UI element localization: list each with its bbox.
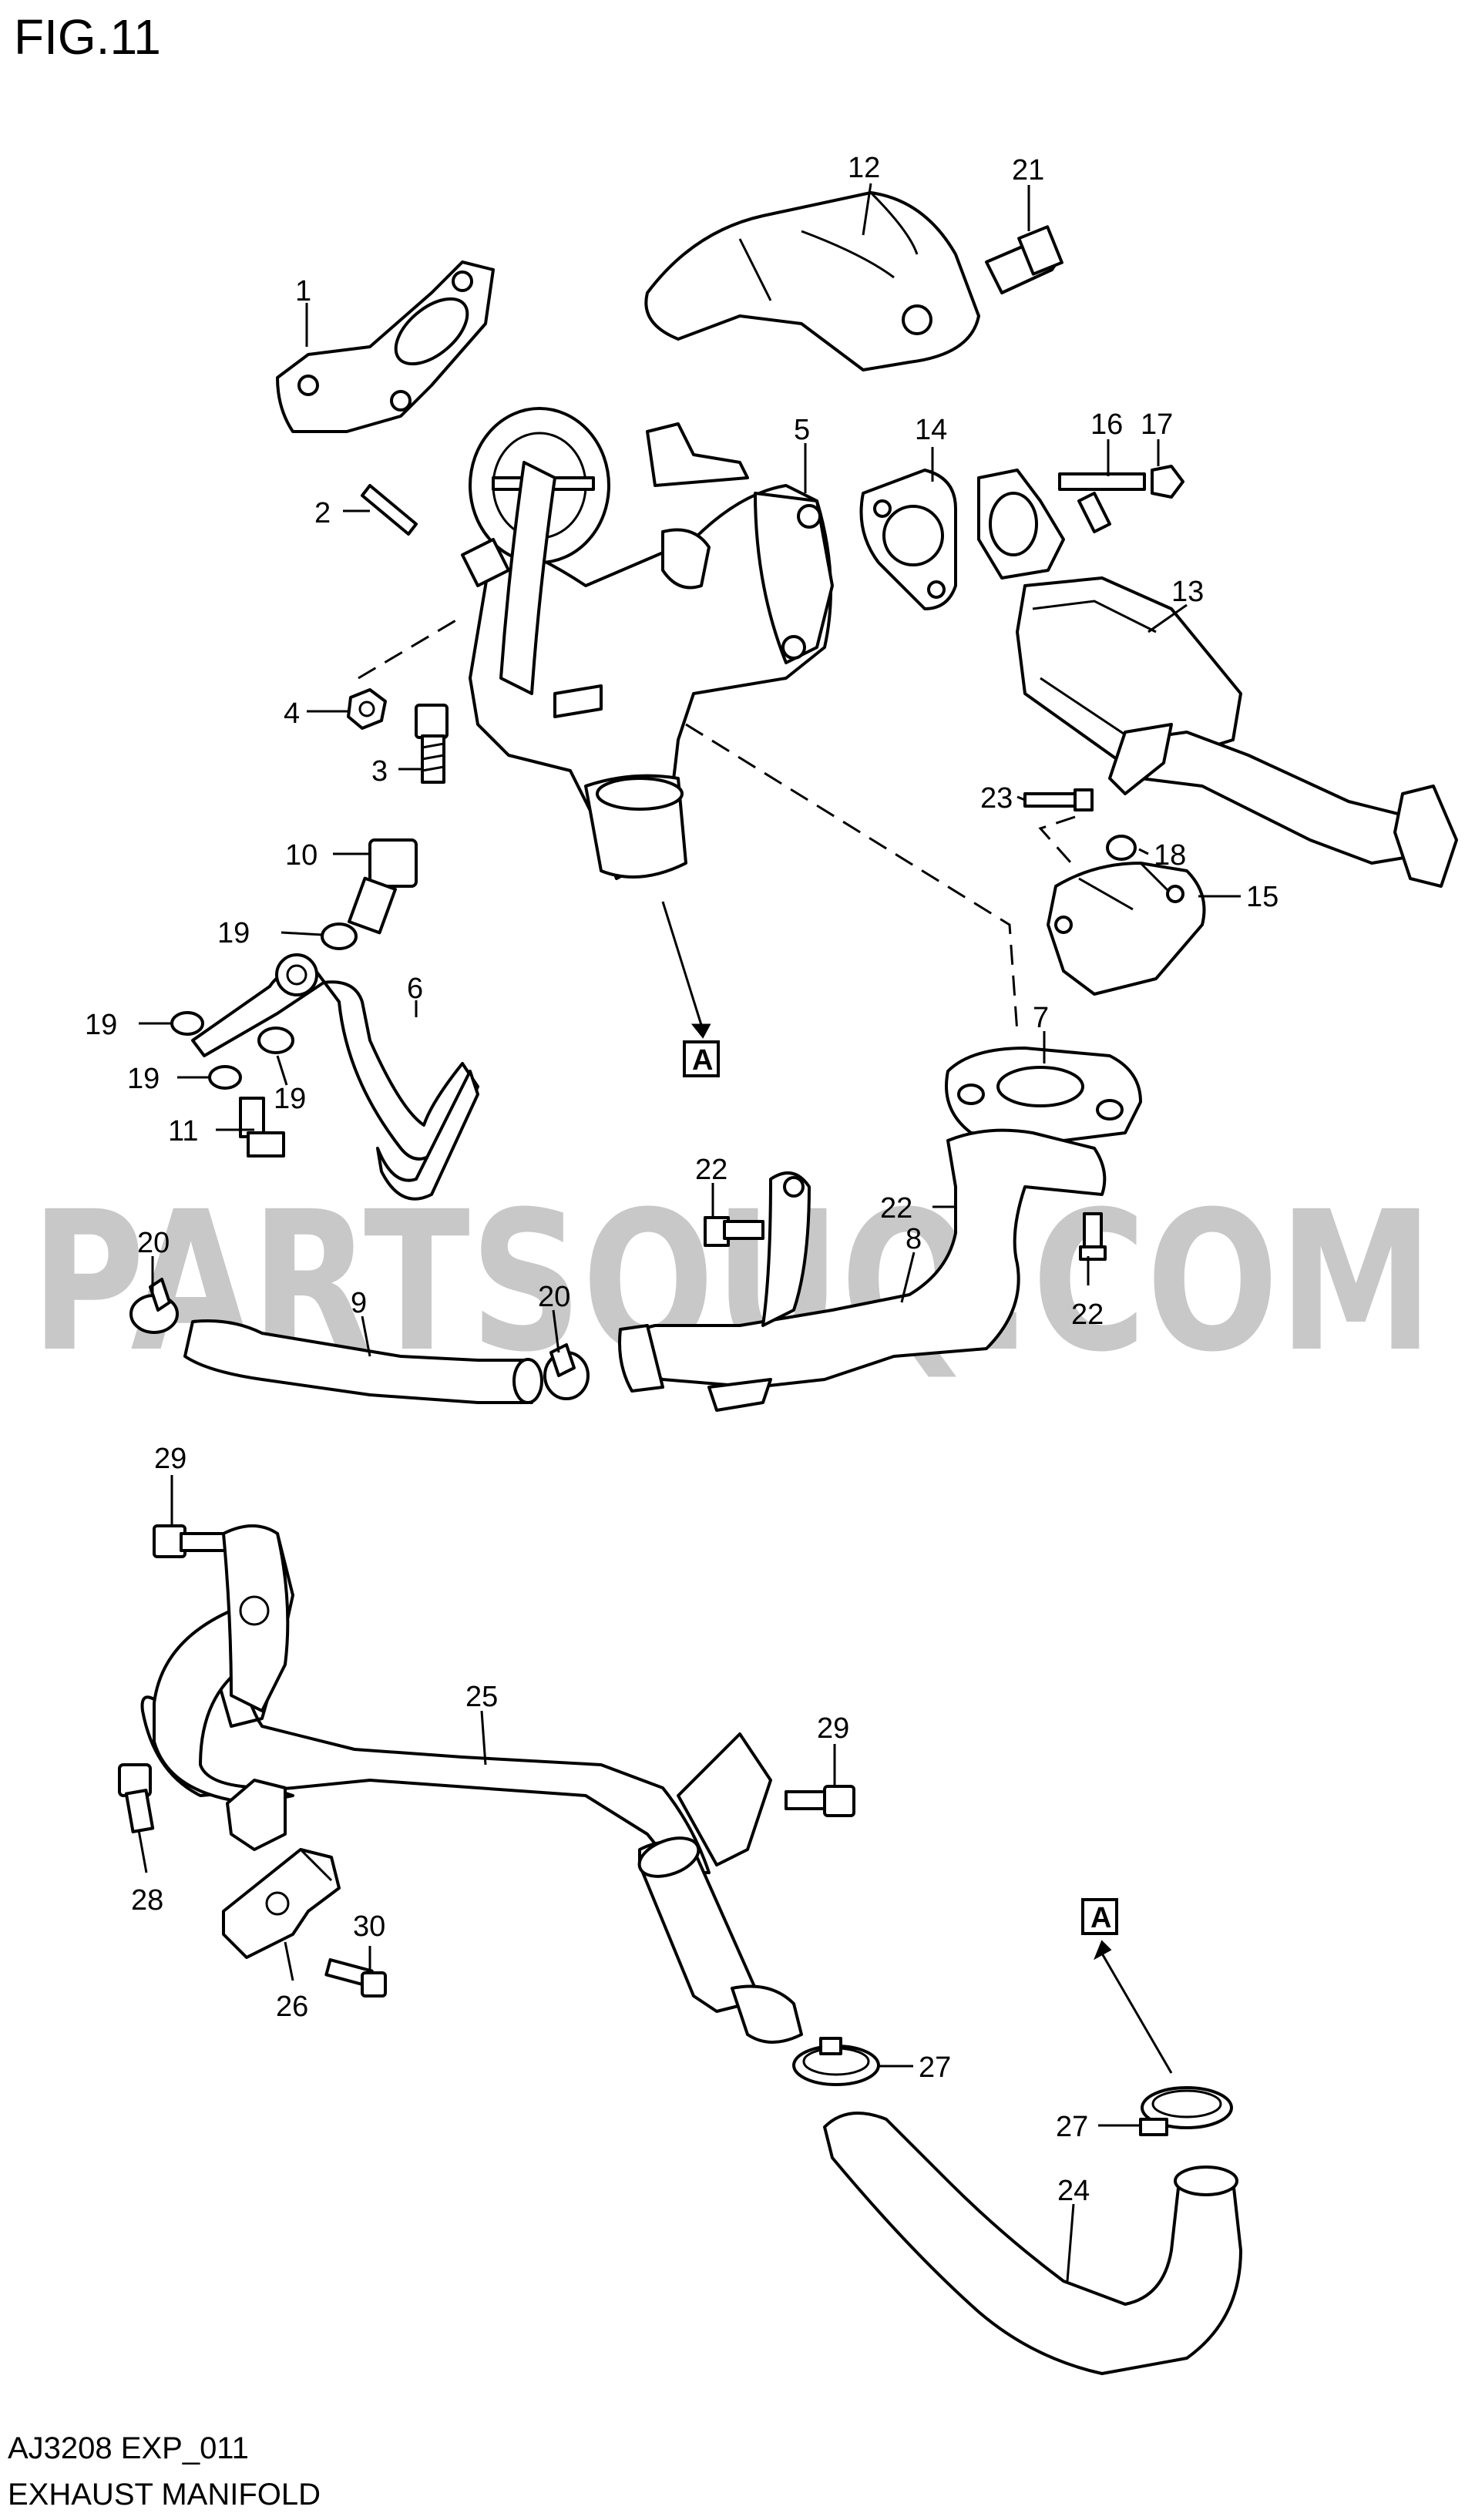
part-4-nut (347, 688, 387, 730)
callout-15: 15 (1246, 881, 1279, 913)
ref-box-a-lower: A (1081, 1898, 1173, 2074)
part-21-bolt (985, 225, 1063, 294)
callout-4: 4 (284, 697, 300, 730)
part-10-bolt (348, 838, 418, 935)
callout-22-c: 22 (1071, 1299, 1104, 1331)
callout-labels: 1 2 3 4 5 6 7 8 9 10 11 12 13 14 15 16 1… (85, 152, 1279, 2207)
callout-25: 25 (465, 1681, 498, 1713)
callout-19-a: 19 (217, 917, 250, 949)
part-13-catalytic-converter (977, 469, 1458, 888)
callout-29-a: 29 (154, 1443, 186, 1475)
callout-22-b: 22 (880, 1192, 912, 1225)
footer-code: AJ3208 EXP_011 (8, 2431, 249, 2465)
callout-13: 13 (1171, 576, 1204, 608)
part-14-gasket (859, 469, 957, 610)
ref-label-a-upper: A (692, 1044, 713, 1077)
ref-label-a-lower: A (1090, 1902, 1111, 1934)
dash-line-gasket7 (685, 723, 1019, 1033)
callout-19-c: 19 (127, 1063, 160, 1095)
callout-21: 21 (1012, 154, 1044, 186)
part-5-turbocharger (461, 407, 834, 880)
callout-16: 16 (1090, 408, 1123, 441)
callout-11: 11 (168, 1115, 198, 1147)
callout-14: 14 (915, 414, 947, 446)
callout-20-b: 20 (538, 1281, 570, 1313)
part-16-stud (1058, 472, 1146, 491)
part-18-nut (1106, 835, 1137, 861)
part-9-hose (183, 1319, 543, 1404)
callout-10: 10 (285, 839, 318, 872)
callout-20-a: 20 (137, 1227, 170, 1259)
callout-8: 8 (906, 1223, 922, 1255)
part-8-exhaust-pipe (618, 1128, 1107, 1412)
callout-17: 17 (1141, 408, 1173, 441)
callout-27-a: 27 (919, 2051, 951, 2084)
callout-19-b: 19 (85, 1009, 117, 1041)
part-29-bolt (153, 1524, 855, 1817)
dash-line-bolt23 (1038, 815, 1076, 864)
figure-title: FIG.11 (14, 9, 161, 65)
ref-box-a-upper: A (661, 901, 720, 1077)
callout-27-b: 27 (1056, 2111, 1088, 2143)
part-27-clamp (792, 2037, 1233, 2136)
callout-29-b: 29 (817, 1712, 849, 1745)
dash-line-nut4 (358, 615, 463, 680)
part-28-bolt (118, 1763, 155, 1833)
leader-lines (137, 183, 1241, 2282)
callout-28: 28 (131, 1884, 163, 1917)
part-2-stud (361, 484, 418, 536)
part-20-clip (129, 1278, 590, 1400)
part-15-heat-shield (1047, 862, 1206, 996)
callout-24: 24 (1057, 2175, 1090, 2207)
part-25-exhaust-pipe (140, 1524, 803, 2044)
callout-1: 1 (295, 275, 311, 307)
callout-5: 5 (794, 414, 810, 446)
footer-title: EXHAUST MANIFOLD (8, 2478, 321, 2512)
callout-19-d: 19 (274, 1083, 306, 1115)
callout-7: 7 (1033, 1002, 1049, 1034)
part-19-washer (170, 922, 358, 1090)
callout-22-a: 22 (695, 1154, 727, 1186)
part-7-gasket (945, 1047, 1142, 1142)
callout-2: 2 (314, 497, 331, 529)
callout-3: 3 (371, 755, 388, 788)
part-26-bracket (222, 1848, 341, 1959)
part-3-bolt (415, 704, 449, 784)
part-1-gasket (276, 260, 495, 433)
callout-12: 12 (848, 152, 880, 184)
part-23-bolt (1023, 788, 1094, 811)
part-6-oil-pipe (191, 953, 479, 1201)
part-24-pipe (823, 2112, 1242, 2375)
callout-30: 30 (353, 1910, 385, 1943)
callout-9: 9 (351, 1287, 367, 1319)
callout-18: 18 (1154, 839, 1186, 872)
callout-26: 26 (276, 1991, 308, 2023)
callout-6: 6 (407, 973, 423, 1005)
part-30-bolt (324, 1958, 387, 1998)
callout-23: 23 (980, 782, 1013, 815)
part-12-heat-shield (644, 191, 980, 371)
part-17-nut (1151, 465, 1184, 499)
